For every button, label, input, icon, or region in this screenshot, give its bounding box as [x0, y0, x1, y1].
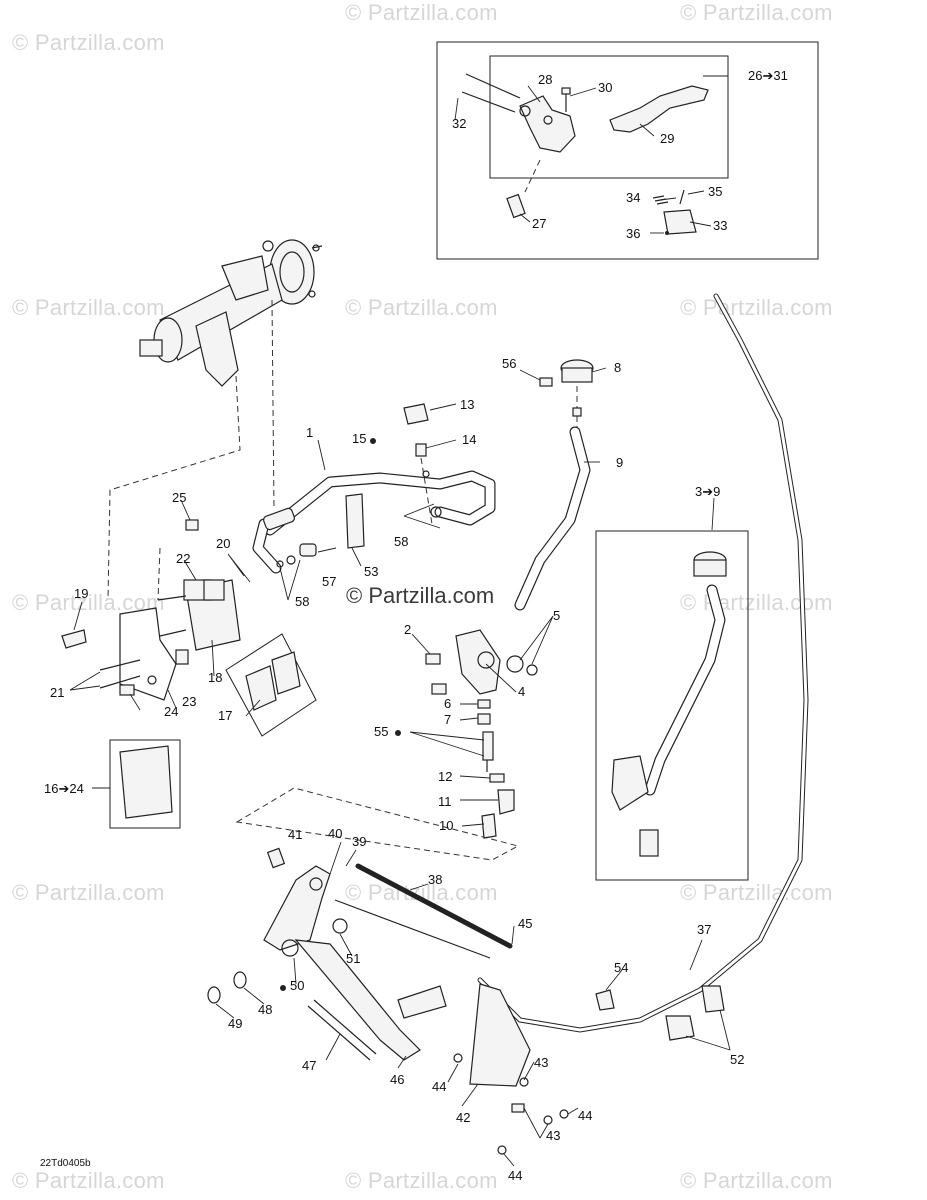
callout-18: 18 — [208, 670, 222, 685]
callout-53: 53 — [364, 564, 378, 579]
callout-45: 45 — [518, 916, 532, 931]
callout-22: 22 — [176, 551, 190, 566]
callout-7: 7 — [444, 712, 451, 727]
callout-20: 20 — [216, 536, 230, 551]
callout-35: 35 — [708, 184, 722, 199]
watermark: © Partzilla.com — [345, 1168, 498, 1193]
callout-49: 49 — [228, 1016, 242, 1031]
watermark: © Partzilla.com — [345, 0, 498, 25]
callout-28: 28 — [538, 72, 552, 87]
callout-58b: 58 — [394, 534, 408, 549]
brake-pads — [225, 633, 317, 737]
callout-14: 14 — [462, 432, 476, 447]
leader-dash — [107, 375, 241, 601]
callout-8: 8 — [614, 360, 621, 375]
callout-9: 9 — [616, 455, 623, 470]
watermark: © Partzilla.com — [680, 295, 833, 320]
callout-32: 32 — [452, 116, 466, 131]
callout-46: 46 — [390, 1072, 404, 1087]
watermark: © Partzilla.com — [12, 880, 165, 905]
hub-axle — [139, 239, 323, 387]
brake-hose — [252, 470, 496, 574]
master-cylinder — [425, 629, 538, 839]
callout-17: 17 — [218, 708, 232, 723]
callout-12: 12 — [438, 769, 452, 784]
document-id: 22Td0405b — [40, 1158, 91, 1169]
cable-inner — [478, 294, 808, 1032]
callout-36: 36 — [626, 226, 640, 241]
callout-26-31: 26➔31 — [748, 68, 788, 83]
watermark: © Partzilla.com — [680, 590, 833, 615]
callout-2: 2 — [404, 622, 411, 637]
callout-57: 57 — [322, 574, 336, 589]
hose-guide — [345, 493, 365, 549]
callout-58a: 58 — [295, 594, 309, 609]
callout-19: 19 — [74, 586, 88, 601]
callout-48: 48 — [258, 1002, 272, 1017]
callout-24: 24 — [164, 704, 178, 719]
callout-29: 29 — [660, 131, 674, 146]
watermark: © Partzilla.com — [12, 1168, 165, 1193]
callout-3-9: 3➔9 — [695, 484, 720, 499]
callout-1: 1 — [306, 425, 313, 440]
callout-33: 33 — [713, 218, 727, 233]
callout-21: 21 — [50, 685, 64, 700]
callout-38: 38 — [428, 872, 442, 887]
callout-27: 27 — [532, 216, 546, 231]
caliper-box — [109, 739, 181, 829]
callout-4: 4 — [518, 684, 525, 699]
callout-51: 51 — [346, 951, 360, 966]
callout-25: 25 — [172, 490, 186, 505]
watermark: © Partzilla.com — [680, 0, 833, 25]
callout-6: 6 — [444, 696, 451, 711]
callout-34: 34 — [626, 190, 640, 205]
lever-assembly-box — [436, 41, 819, 260]
callout-42: 42 — [456, 1110, 470, 1125]
leader-dash — [271, 299, 275, 511]
leader-dash — [157, 547, 161, 601]
callout-41: 41 — [288, 827, 302, 842]
callout-55: 55 — [374, 724, 388, 739]
callout-44b: 44 — [578, 1108, 592, 1123]
callout-44c: 44 — [508, 1168, 522, 1183]
callout-30: 30 — [598, 80, 612, 95]
caliper-inset — [119, 745, 173, 819]
brake-caliper — [61, 519, 241, 701]
watermark: © Partzilla.com — [345, 295, 498, 320]
callout-40: 40 — [328, 826, 342, 841]
callout-37: 37 — [697, 922, 711, 937]
callout-44a: 44 — [432, 1079, 446, 1094]
watermark: © Partzilla.com — [680, 1168, 833, 1193]
alt-master-cylinder-box — [595, 530, 749, 881]
callout-16-24: 16➔24 — [44, 781, 84, 796]
watermark: © Partzilla.com — [12, 30, 165, 55]
callout-23: 23 — [182, 694, 196, 709]
callout-54: 54 — [614, 960, 628, 975]
callout-56: 56 — [502, 356, 516, 371]
callout-5: 5 — [553, 608, 560, 623]
brake-switch — [403, 403, 429, 425]
callout-52: 52 — [730, 1052, 744, 1067]
watermark-center: © Partzilla.com — [346, 583, 495, 608]
callout-15: 15 — [352, 431, 366, 446]
callout-43a: 43 — [534, 1055, 548, 1070]
callout-39: 39 — [352, 834, 366, 849]
callout-50: 50 — [290, 978, 304, 993]
callout-47: 47 — [302, 1058, 316, 1073]
callout-10: 10 — [439, 818, 453, 833]
callout-11: 11 — [438, 794, 452, 809]
brake-pedal-assembly — [207, 787, 725, 1155]
watermark: © Partzilla.com — [12, 295, 165, 320]
reservoir-hose — [514, 359, 594, 611]
watermark: © Partzilla.com — [680, 880, 833, 905]
banjo-bolt — [299, 543, 317, 557]
callout-43b: 43 — [546, 1128, 560, 1143]
callout-13: 13 — [460, 397, 474, 412]
